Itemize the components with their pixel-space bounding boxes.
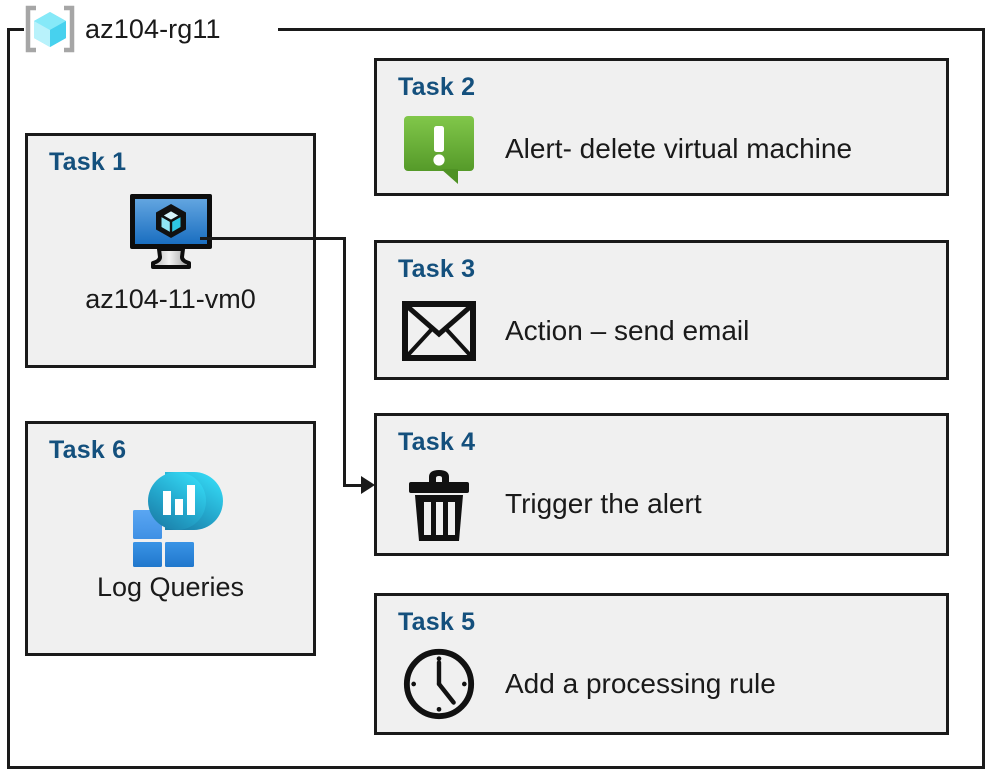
task-card-4-row: Trigger the alert xyxy=(401,466,936,542)
task-card-2-caption: Alert- delete virtual machine xyxy=(505,133,853,164)
task-card-2[interactable]: Task 2 Alert- delete virtual machin xyxy=(374,58,949,196)
resource-group-cube-icon xyxy=(24,4,76,54)
task-card-3-label: Task 3 xyxy=(398,255,476,283)
alert-exclamation-icon xyxy=(401,111,477,187)
trash-delete-icon xyxy=(401,466,477,542)
connector-segment-vertical xyxy=(343,237,346,486)
task-card-6[interactable]: Task 6 xyxy=(25,421,316,656)
task-card-1-label: Task 1 xyxy=(49,148,127,176)
task-card-4-caption: Trigger the alert xyxy=(505,488,702,519)
resource-group-border-top-right xyxy=(278,28,985,31)
task-card-1[interactable]: Task 1 xyxy=(25,133,316,368)
resource-group-border-left xyxy=(7,28,10,769)
envelope-icon xyxy=(401,293,477,369)
resource-group-border-bottom xyxy=(7,766,985,769)
connector-segment-horizontal-bottom xyxy=(343,484,366,487)
task-card-3[interactable]: Task 3 Action – send email xyxy=(374,240,949,380)
task-card-5[interactable]: Task 5 Add a processing rule xyxy=(374,593,949,735)
task-card-4-label: Task 4 xyxy=(398,428,476,456)
task-card-5-row: Add a processing rule xyxy=(401,646,936,722)
resource-group-border-top-left xyxy=(7,28,33,31)
task-card-6-caption: Log Queries xyxy=(96,572,245,602)
log-analytics-icon xyxy=(28,472,313,567)
task-card-6-label: Task 6 xyxy=(49,436,127,464)
task-card-3-row: Action – send email xyxy=(401,293,936,369)
clock-icon xyxy=(401,646,477,722)
task-card-5-label: Task 5 xyxy=(398,608,476,636)
resource-group-border-right xyxy=(982,28,985,769)
task-card-5-caption: Add a processing rule xyxy=(505,668,776,699)
resource-group-title: az104-rg11 xyxy=(85,13,221,44)
connector-arrowhead-icon xyxy=(361,476,375,494)
resource-group-header: az104-rg11 xyxy=(24,2,227,56)
task-card-3-caption: Action – send email xyxy=(505,315,750,346)
task-card-2-label: Task 2 xyxy=(398,73,476,101)
task-card-2-row: Alert- delete virtual machine xyxy=(401,111,936,187)
task-card-4[interactable]: Task 4 Trigger the alert xyxy=(374,413,949,556)
virtual-machine-icon xyxy=(28,188,313,272)
connector-segment-horizontal-top xyxy=(200,237,346,240)
task-card-1-caption: az104-11-vm0 xyxy=(85,284,256,314)
